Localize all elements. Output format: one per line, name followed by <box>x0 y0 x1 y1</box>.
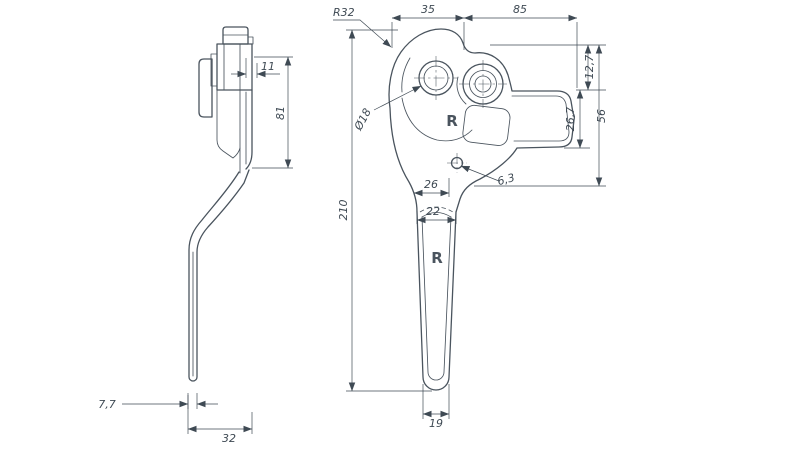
front-view: R R R32 35 85 Ø18 210 <box>333 3 608 430</box>
dim-35: 35 <box>391 3 465 50</box>
side-top-notch <box>247 36 254 45</box>
plate-inner-arc <box>401 97 473 142</box>
dim-19: 19 <box>422 384 450 430</box>
dimension-label: 210 <box>337 200 350 221</box>
handle-hidden-arc <box>419 206 454 213</box>
plate-inner-arc-upper <box>401 57 411 93</box>
dim-11: 11 <box>231 58 280 78</box>
side-arm-root-right <box>245 89 253 170</box>
side-top-cap <box>222 26 249 45</box>
dimension-label: 35 <box>421 3 435 16</box>
leader-line <box>333 19 392 48</box>
dim-56: 56 <box>474 44 608 187</box>
leader-line <box>373 85 422 111</box>
latch-tab-inner <box>511 95 570 142</box>
latch-window <box>462 104 511 146</box>
roller-housing-arc <box>456 76 467 105</box>
brand-logo-handle: R <box>431 249 443 267</box>
dimension-label: 32 <box>222 432 236 445</box>
dimension-label: 11 <box>261 60 275 73</box>
dim-dia18: Ø18 <box>351 85 422 133</box>
body-outline <box>388 28 575 391</box>
dimension-label: 26 <box>424 178 438 191</box>
dimension-label: 26,7 <box>564 107 577 132</box>
side-view: 11 81 7,7 32 <box>98 26 293 445</box>
dim-22: 22 <box>416 205 457 224</box>
dim-12-7: 12,7 <box>490 44 606 91</box>
dimension-label: 19 <box>429 417 443 430</box>
dimension-label: R32 <box>333 6 355 19</box>
dim-26: 26 <box>413 178 450 197</box>
dimension-label: 22 <box>426 205 440 218</box>
side-left-tab <box>210 53 218 87</box>
dim-6-3: 6,3 <box>460 165 516 188</box>
dimension-label: 85 <box>513 3 527 16</box>
dim-7-7: 7,7 <box>98 393 218 411</box>
handle-rib-top-arc <box>421 212 452 218</box>
dimension-label: Ø18 <box>351 106 374 133</box>
side-upper-block <box>216 43 253 91</box>
side-bracket <box>216 89 241 159</box>
dim-85: 85 <box>463 3 578 88</box>
side-lever <box>188 169 250 382</box>
dimension-label: 6,3 <box>496 171 516 188</box>
dimension-label: 56 <box>595 109 608 123</box>
leader-line <box>460 165 500 182</box>
dim-81: 81 <box>252 56 293 169</box>
dimension-label: 81 <box>274 106 287 120</box>
brand-logo-head: R <box>446 112 458 130</box>
side-left-plate <box>198 58 213 118</box>
dim-26-7: 26,7 <box>564 89 590 149</box>
dimension-label: 7,7 <box>98 398 116 411</box>
dim-210: 210 <box>337 29 432 392</box>
dim-r32: R32 <box>333 6 392 48</box>
dimension-label: 12,7 <box>583 55 596 80</box>
dim-32: 32 <box>187 395 253 445</box>
handle-rib <box>421 216 452 381</box>
